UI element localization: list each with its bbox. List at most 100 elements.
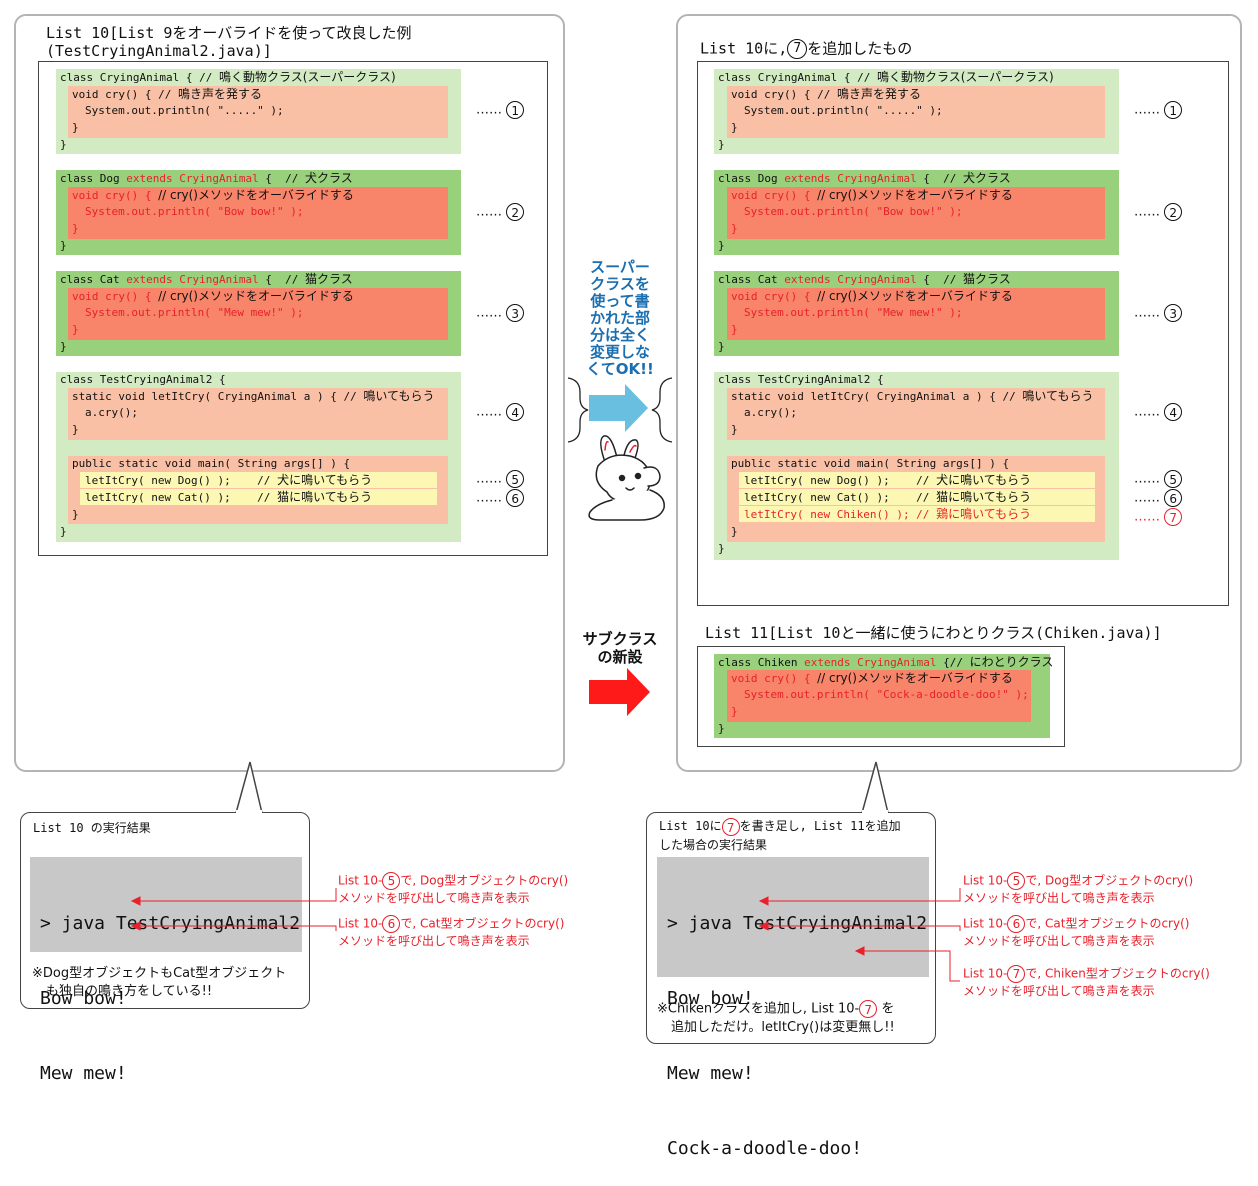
- right-line-cat: [739, 489, 1095, 505]
- code-line: void cry() { // cry()メソッドをオーバライドする: [72, 289, 354, 303]
- left-title-line1: List 10[List 9をオーバライドを使って改良した例: [46, 24, 412, 42]
- code-line: }: [718, 239, 725, 252]
- code-line: }: [718, 138, 725, 151]
- terminal-line: > java TestCryingAnimal2: [667, 913, 928, 934]
- right-bubble-tail: [861, 761, 889, 814]
- code-line: void cry() { // cry()メソッドをオーバライドする: [731, 289, 1013, 303]
- tail-gap: [236, 810, 262, 814]
- code-line: letItCry( new Chiken() ); // 鶏に鳴いてもらう: [744, 507, 1032, 521]
- left-result-title: List 10 の実行結果: [33, 821, 151, 835]
- code-line: letItCry( new Dog() ); // 犬に鳴いてもらう: [744, 473, 1032, 487]
- marker-2: …… 2: [476, 203, 525, 222]
- code-line: class Dog extends CryingAnimal { // 犬クラス: [718, 171, 1011, 185]
- code-line: }: [731, 323, 738, 336]
- marker-3: …… 3: [476, 304, 525, 323]
- arrow-line: [766, 925, 961, 931]
- annotation-arrows: [130, 888, 961, 982]
- code-line: }: [72, 423, 79, 436]
- left-block-crying-animal-method: [68, 86, 448, 138]
- arrow-head: [854, 946, 865, 956]
- terminal-line: Bow bow!: [667, 988, 754, 1009]
- code-line: }: [718, 722, 725, 735]
- right-block-letitcry: [727, 388, 1105, 440]
- code-line: class Cat extends CryingAnimal { // 猫クラス: [718, 272, 1011, 286]
- code-line: }: [60, 138, 67, 151]
- code-line: System.out.println( "....." );: [744, 104, 943, 117]
- marker-6: …… 6: [1134, 489, 1183, 508]
- left-title-line2: (TestCryingAnimal2.java)]: [46, 42, 272, 60]
- code-line: System.out.println( "Cock-a-doodle-doo!"…: [744, 688, 1029, 701]
- code-line: }: [718, 542, 725, 555]
- code-line: a.cry();: [85, 406, 138, 419]
- left-result-note: ※Dog型オブジェクトもCat型オブジェクト も独自の鳴き方をしている!!: [32, 966, 287, 999]
- left-block-letitcry: [68, 388, 448, 440]
- diagram-shapes: [235, 377, 889, 814]
- left-line-dog: [80, 472, 437, 488]
- code-line: }: [731, 705, 738, 718]
- right-result-note: ※Chikenクラスを追加し, List 10-7 を 追加しただけ。letIt…: [657, 1000, 895, 1035]
- code-line: }: [72, 121, 79, 134]
- marker-3: …… 3: [1134, 304, 1183, 323]
- code-line: System.out.println( "Mew mew!" );: [744, 306, 963, 319]
- code-line: public static void main( String args[] )…: [731, 457, 1010, 470]
- right-line-chiken: [739, 506, 1095, 522]
- left-bubble-tail: [235, 761, 263, 814]
- code-line: static void letItCry( CryingAnimal a ) {…: [731, 389, 1094, 403]
- left-block-dog-method: [68, 187, 448, 239]
- terminal-line: Bow bow!: [40, 988, 127, 1009]
- chiken-block-method: [727, 670, 1031, 722]
- code-line: void cry() { // cry()メソッドをオーバライドする: [72, 188, 354, 202]
- marker-7: …… 7: [1134, 508, 1183, 527]
- code-line: letItCry( new Cat() ); // 猫に鳴いてもらう: [85, 490, 373, 504]
- left-block-cat-method: [68, 288, 448, 340]
- code-line: }: [72, 323, 79, 336]
- super-class-caption: スーパー クラスを 使って書 かれた部 分は全く 変更しな くてOK!!: [586, 258, 654, 378]
- marker-2: …… 2: [1134, 203, 1183, 222]
- code-line: System.out.println( "Bow bow!" );: [744, 205, 963, 218]
- red-arrow: [589, 668, 650, 716]
- marker-4: …… 4: [1134, 403, 1183, 422]
- blue-arrow: [589, 384, 648, 432]
- code-line: }: [731, 222, 738, 235]
- code-line: }: [731, 525, 738, 538]
- left-panel-title: List 10[List 9をオーバライドを使って改良した例 (TestCryi…: [46, 24, 412, 60]
- right-brace: [651, 377, 673, 443]
- code-line: System.out.println( "Mew mew!" );: [85, 306, 304, 319]
- arrow-line: [862, 950, 960, 982]
- subclass-caption: サブクラス の新設: [582, 630, 658, 666]
- code-line: class Cat extends CryingAnimal { // 猫クラス: [60, 272, 353, 286]
- marker-6: …… 6: [476, 489, 525, 508]
- code-line: letItCry( new Dog() ); // 犬に鳴いてもらう: [85, 473, 373, 487]
- tail-gap: [862, 810, 888, 814]
- code-line: static void letItCry( CryingAnimal a ) {…: [72, 389, 435, 403]
- code-line: class Dog extends CryingAnimal { // 犬クラス: [60, 171, 353, 185]
- arrow-head: [758, 921, 769, 931]
- terminal-line: > java TestCryingAnimal2: [40, 913, 301, 934]
- left-line-cat: [80, 489, 437, 505]
- code-line: class CryingAnimal { // 鳴く動物クラス(スーパークラス): [60, 70, 396, 84]
- arrow-head: [130, 896, 141, 906]
- marker-1: …… 1: [1134, 101, 1183, 120]
- code-line: System.out.println( "....." );: [85, 104, 284, 117]
- arrow-head: [758, 896, 769, 906]
- code-line: }: [60, 340, 67, 353]
- arrow-line: [766, 888, 961, 902]
- terminal-line: Mew mew!: [40, 1063, 127, 1084]
- code-line: }: [60, 525, 67, 538]
- terminal-line: Cock-a-doodle-doo!: [667, 1138, 863, 1159]
- code-line: letItCry( new Cat() ); // 猫に鳴いてもらう: [744, 490, 1032, 504]
- code-line: class TestCryingAnimal2 {: [718, 373, 884, 386]
- right-block-crying-animal-method: [727, 86, 1105, 138]
- code-line: void cry() { // cry()メソッドをオーバライドする: [731, 188, 1013, 202]
- arrow-line: [138, 888, 337, 902]
- code-line: }: [731, 423, 738, 436]
- marker-5: …… 5: [1134, 470, 1183, 489]
- marker-5: …… 5: [476, 470, 525, 489]
- code-line: }: [60, 239, 67, 252]
- code-line: class TestCryingAnimal2 {: [60, 373, 226, 386]
- code-line: class CryingAnimal { // 鳴く動物クラス(スーパークラス): [718, 70, 1054, 84]
